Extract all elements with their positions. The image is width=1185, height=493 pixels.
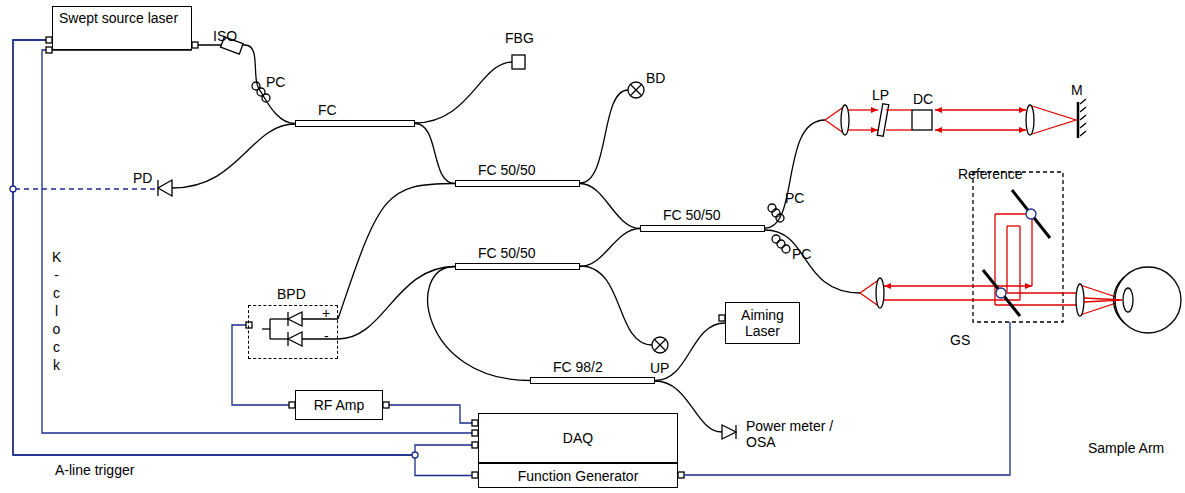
amplifier-box: RF Amp (295, 390, 383, 420)
function-generator-box: Function Generator (478, 463, 678, 488)
galvo-drive-wire (684, 322, 1010, 475)
connector-layer (13, 40, 725, 476)
lens (1076, 284, 1084, 316)
fiber-coupler: FC (295, 120, 415, 127)
power-meter-detector (722, 425, 736, 439)
lens (841, 105, 849, 135)
photodiode (158, 180, 172, 196)
part-label: - (324, 328, 329, 344)
signal-wire (232, 325, 295, 405)
signal-name: K-clock (52, 248, 61, 374)
galvo-mirror (1012, 190, 1050, 238)
part-label: PD (133, 170, 152, 186)
signal-wire (383, 405, 478, 423)
part-label: ISO (213, 28, 237, 44)
optical-fiber (580, 229, 640, 267)
optical-fiber (415, 124, 455, 184)
part-label: DC (913, 91, 933, 107)
part-label: PC (785, 190, 804, 206)
sample-fiber (765, 230, 860, 293)
node-label: FC 50/50 (478, 162, 536, 178)
part-label: FBG (505, 30, 534, 46)
dashed-signal (16, 188, 155, 189)
optical-fiber (338, 184, 455, 320)
beam-dump (628, 82, 644, 98)
fiber-coupler: FC 50/50 (455, 263, 580, 270)
dispersion-compensator (912, 110, 932, 130)
part-label: A-line trigger (55, 462, 134, 478)
photodiode (288, 312, 302, 326)
node-label: Aiming Laser (730, 307, 795, 339)
part-label: M (1071, 82, 1083, 98)
node-label: RF Amp (314, 397, 365, 413)
signal-wire (42, 50, 478, 433)
aiming-laser-box: Aiming Laser (725, 302, 800, 344)
part-label: Sample Arm (1088, 440, 1164, 456)
optical-fiber (428, 267, 530, 381)
optical-fiber (338, 267, 455, 340)
signal-wire (13, 40, 478, 476)
node-label: FC (318, 102, 337, 118)
optical-fiber (580, 184, 640, 229)
fiber-bragg-grating (512, 55, 525, 69)
node-label: DAQ (563, 430, 593, 446)
unused-port (652, 337, 668, 353)
linear-polarizer (877, 104, 888, 137)
lens (876, 278, 884, 308)
eye-lens (1123, 288, 1133, 312)
signal-wire (13, 40, 478, 455)
fiber-coupler: FC 50/50 (640, 225, 765, 232)
part-label: LP (872, 87, 889, 103)
node-label: Swept source laser (59, 10, 185, 26)
optical-fiber (192, 45, 295, 124)
part-label: Power meter / OSA (746, 418, 842, 450)
laser-source: Swept source laser (52, 6, 192, 50)
port (192, 42, 198, 48)
optics-illustration (10, 37, 1181, 478)
node-label: FC 50/50 (663, 207, 721, 223)
node-label: FC 50/50 (478, 245, 536, 261)
eye (1115, 267, 1181, 333)
fiber-coupler: FC 98/2 (530, 377, 655, 384)
fiber-coupler: FC 50/50 (455, 180, 580, 187)
part-label: GS (950, 332, 970, 348)
node-label: Function Generator (518, 468, 639, 484)
galvo-mirror (983, 270, 1020, 316)
part-label: BD (646, 70, 665, 86)
part-label: PC (266, 74, 285, 90)
part-label: PC (792, 246, 811, 262)
lens (1026, 105, 1034, 135)
part-label: Reference (958, 166, 1023, 182)
daq-box: DAQ (478, 413, 678, 463)
node-label: BPD (277, 286, 306, 302)
part-label: UP (650, 360, 669, 376)
part-label: + (322, 305, 330, 321)
reference-fiber (765, 120, 825, 228)
mirror (1077, 102, 1080, 138)
node-label: FC 98/2 (553, 359, 603, 375)
